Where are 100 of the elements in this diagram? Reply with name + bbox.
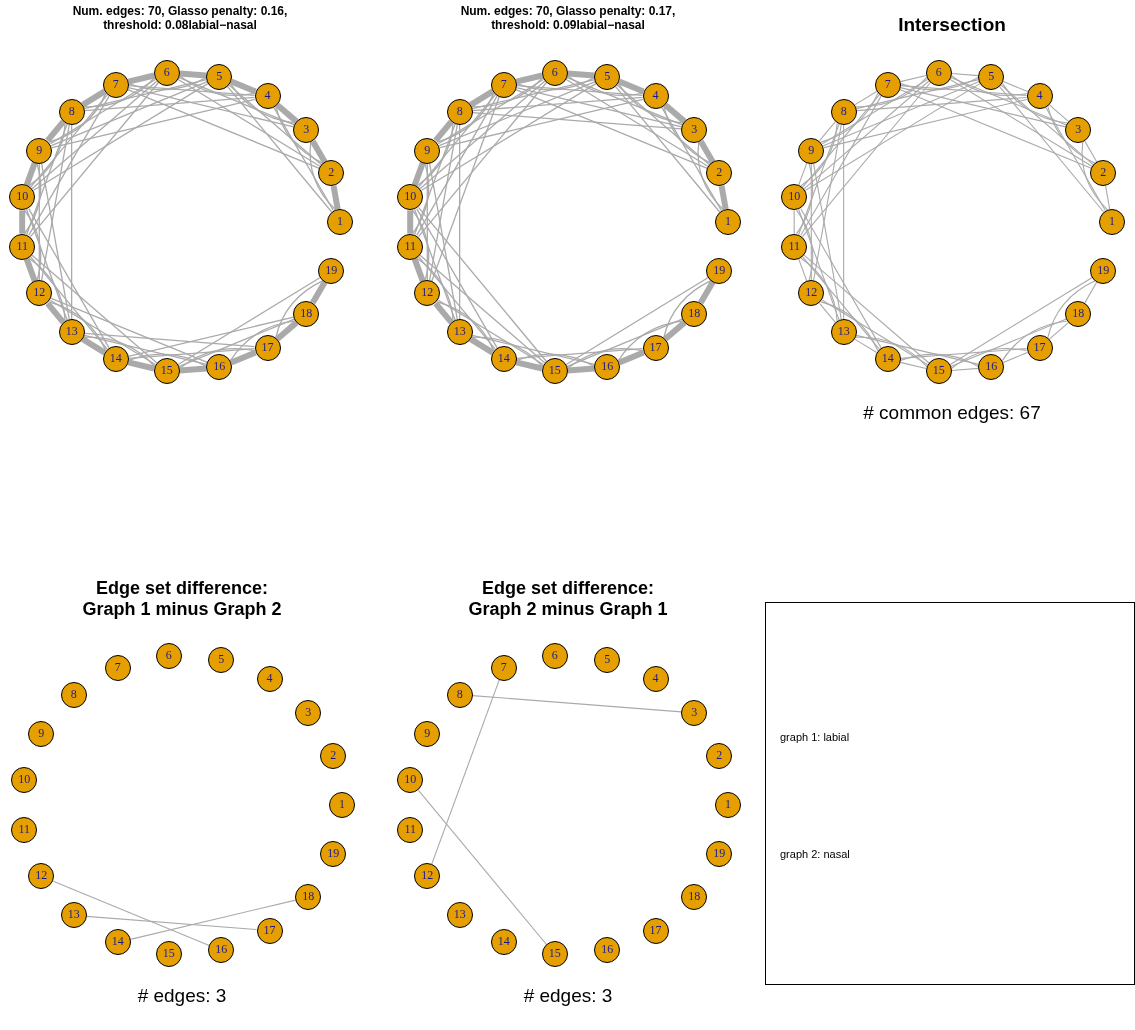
- edge-line: [439, 98, 644, 149]
- node-circle: 7: [102, 71, 129, 98]
- edge-line: [697, 141, 725, 211]
- node-circle: 8: [446, 98, 473, 125]
- edge-line: [51, 98, 256, 149]
- edge-line: [1081, 141, 1109, 211]
- node-circle: 16: [978, 354, 1005, 381]
- node-circle: 5: [978, 63, 1005, 90]
- edge-line: [661, 107, 723, 212]
- node-circle: 9: [414, 720, 441, 747]
- node-circle: 13: [446, 319, 473, 346]
- node-circle: 1: [1099, 209, 1125, 235]
- edge-line: [821, 78, 929, 145]
- node-circle: 7: [104, 654, 131, 681]
- edge-line: [1084, 140, 1098, 163]
- node-circle: 11: [781, 233, 808, 260]
- edge-line: [433, 301, 454, 325]
- edge-line: [469, 336, 495, 356]
- edge-line: [899, 74, 927, 83]
- node-circle: 13: [60, 902, 87, 929]
- edge-line: [437, 299, 545, 366]
- edge-line: [515, 72, 543, 85]
- node-circle: 3: [681, 116, 708, 143]
- edge-line: [900, 77, 979, 91]
- edge-line: [614, 85, 721, 213]
- edge-line: [26, 208, 68, 321]
- edge-line: [417, 94, 497, 188]
- edge-line: [417, 256, 497, 350]
- edge-line: [950, 318, 1067, 368]
- node-circle: 10: [781, 184, 808, 211]
- edge-line: [618, 349, 645, 366]
- edge-line: [795, 162, 814, 235]
- node-circle: 1: [715, 792, 741, 818]
- edge-line: [273, 107, 335, 212]
- edge-line: [949, 78, 1093, 168]
- node-circle: 16: [208, 937, 235, 964]
- node-circle: 13: [58, 319, 85, 346]
- node-circle: 6: [541, 642, 568, 669]
- edge-line: [1045, 107, 1107, 212]
- edge-line: [38, 162, 40, 282]
- edge-line: [616, 84, 711, 166]
- edge-line: [567, 70, 595, 79]
- node-circle: 15: [541, 358, 568, 385]
- edge-line: [567, 365, 595, 374]
- node-circle: 16: [206, 354, 233, 381]
- node-circle: 12: [414, 280, 441, 307]
- node-circle: 8: [446, 681, 473, 708]
- node-circle: 18: [681, 884, 708, 911]
- node-circle: 11: [11, 816, 38, 843]
- node-circle: 1: [715, 209, 741, 235]
- edge-line: [436, 92, 495, 143]
- edge-line: [900, 353, 979, 367]
- node-circle: 16: [594, 354, 621, 381]
- edge-line: [1002, 81, 1029, 93]
- edge-line: [45, 301, 66, 325]
- node-circle: 2: [1090, 160, 1117, 187]
- node-circle: 4: [254, 83, 281, 110]
- node-circle: 10: [11, 767, 38, 794]
- edge-line: [414, 123, 456, 236]
- edge-line: [663, 102, 687, 124]
- edge-line: [70, 124, 73, 320]
- edge-line: [1001, 82, 1068, 124]
- node-circle: 3: [681, 699, 708, 726]
- node-circle: 5: [594, 63, 621, 90]
- edge-line: [617, 82, 684, 124]
- edge-line: [229, 82, 296, 124]
- node-circle: 3: [293, 116, 320, 143]
- edge-line: [1001, 320, 1068, 362]
- edge-line: [1084, 281, 1098, 304]
- edge-line: [275, 105, 324, 164]
- edge-line: [431, 96, 500, 282]
- edge-line: [803, 254, 930, 364]
- node-circle: 6: [925, 59, 952, 86]
- edge-line: [127, 359, 155, 372]
- edge-line: [28, 95, 110, 237]
- edge-line: [854, 338, 878, 354]
- caption: # common edges: 67: [863, 402, 1041, 424]
- node-circle: 7: [490, 654, 517, 681]
- edge-line: [820, 301, 879, 352]
- edge-line: [516, 353, 595, 368]
- node-circle: 5: [206, 63, 233, 90]
- node-circle: 2: [706, 743, 733, 770]
- edge-line: [416, 257, 454, 322]
- edge-line: [129, 899, 297, 940]
- edge-line: [417, 81, 548, 238]
- edge-line: [516, 76, 595, 91]
- edge-line: [19, 210, 26, 234]
- edge-line: [800, 122, 838, 187]
- node-circle: 8: [60, 681, 87, 708]
- edge-line: [49, 78, 157, 145]
- edge-line: [950, 348, 1028, 370]
- edge-line: [23, 162, 42, 235]
- node-circle: 2: [706, 160, 733, 187]
- edge-line: [566, 76, 683, 126]
- edge-line: [566, 74, 644, 97]
- legend-text: graph 1: labial: [780, 731, 850, 743]
- edge-line: [230, 349, 257, 366]
- node-circle: 18: [295, 884, 322, 911]
- edge-line: [854, 90, 878, 106]
- edge-line: [950, 74, 1028, 96]
